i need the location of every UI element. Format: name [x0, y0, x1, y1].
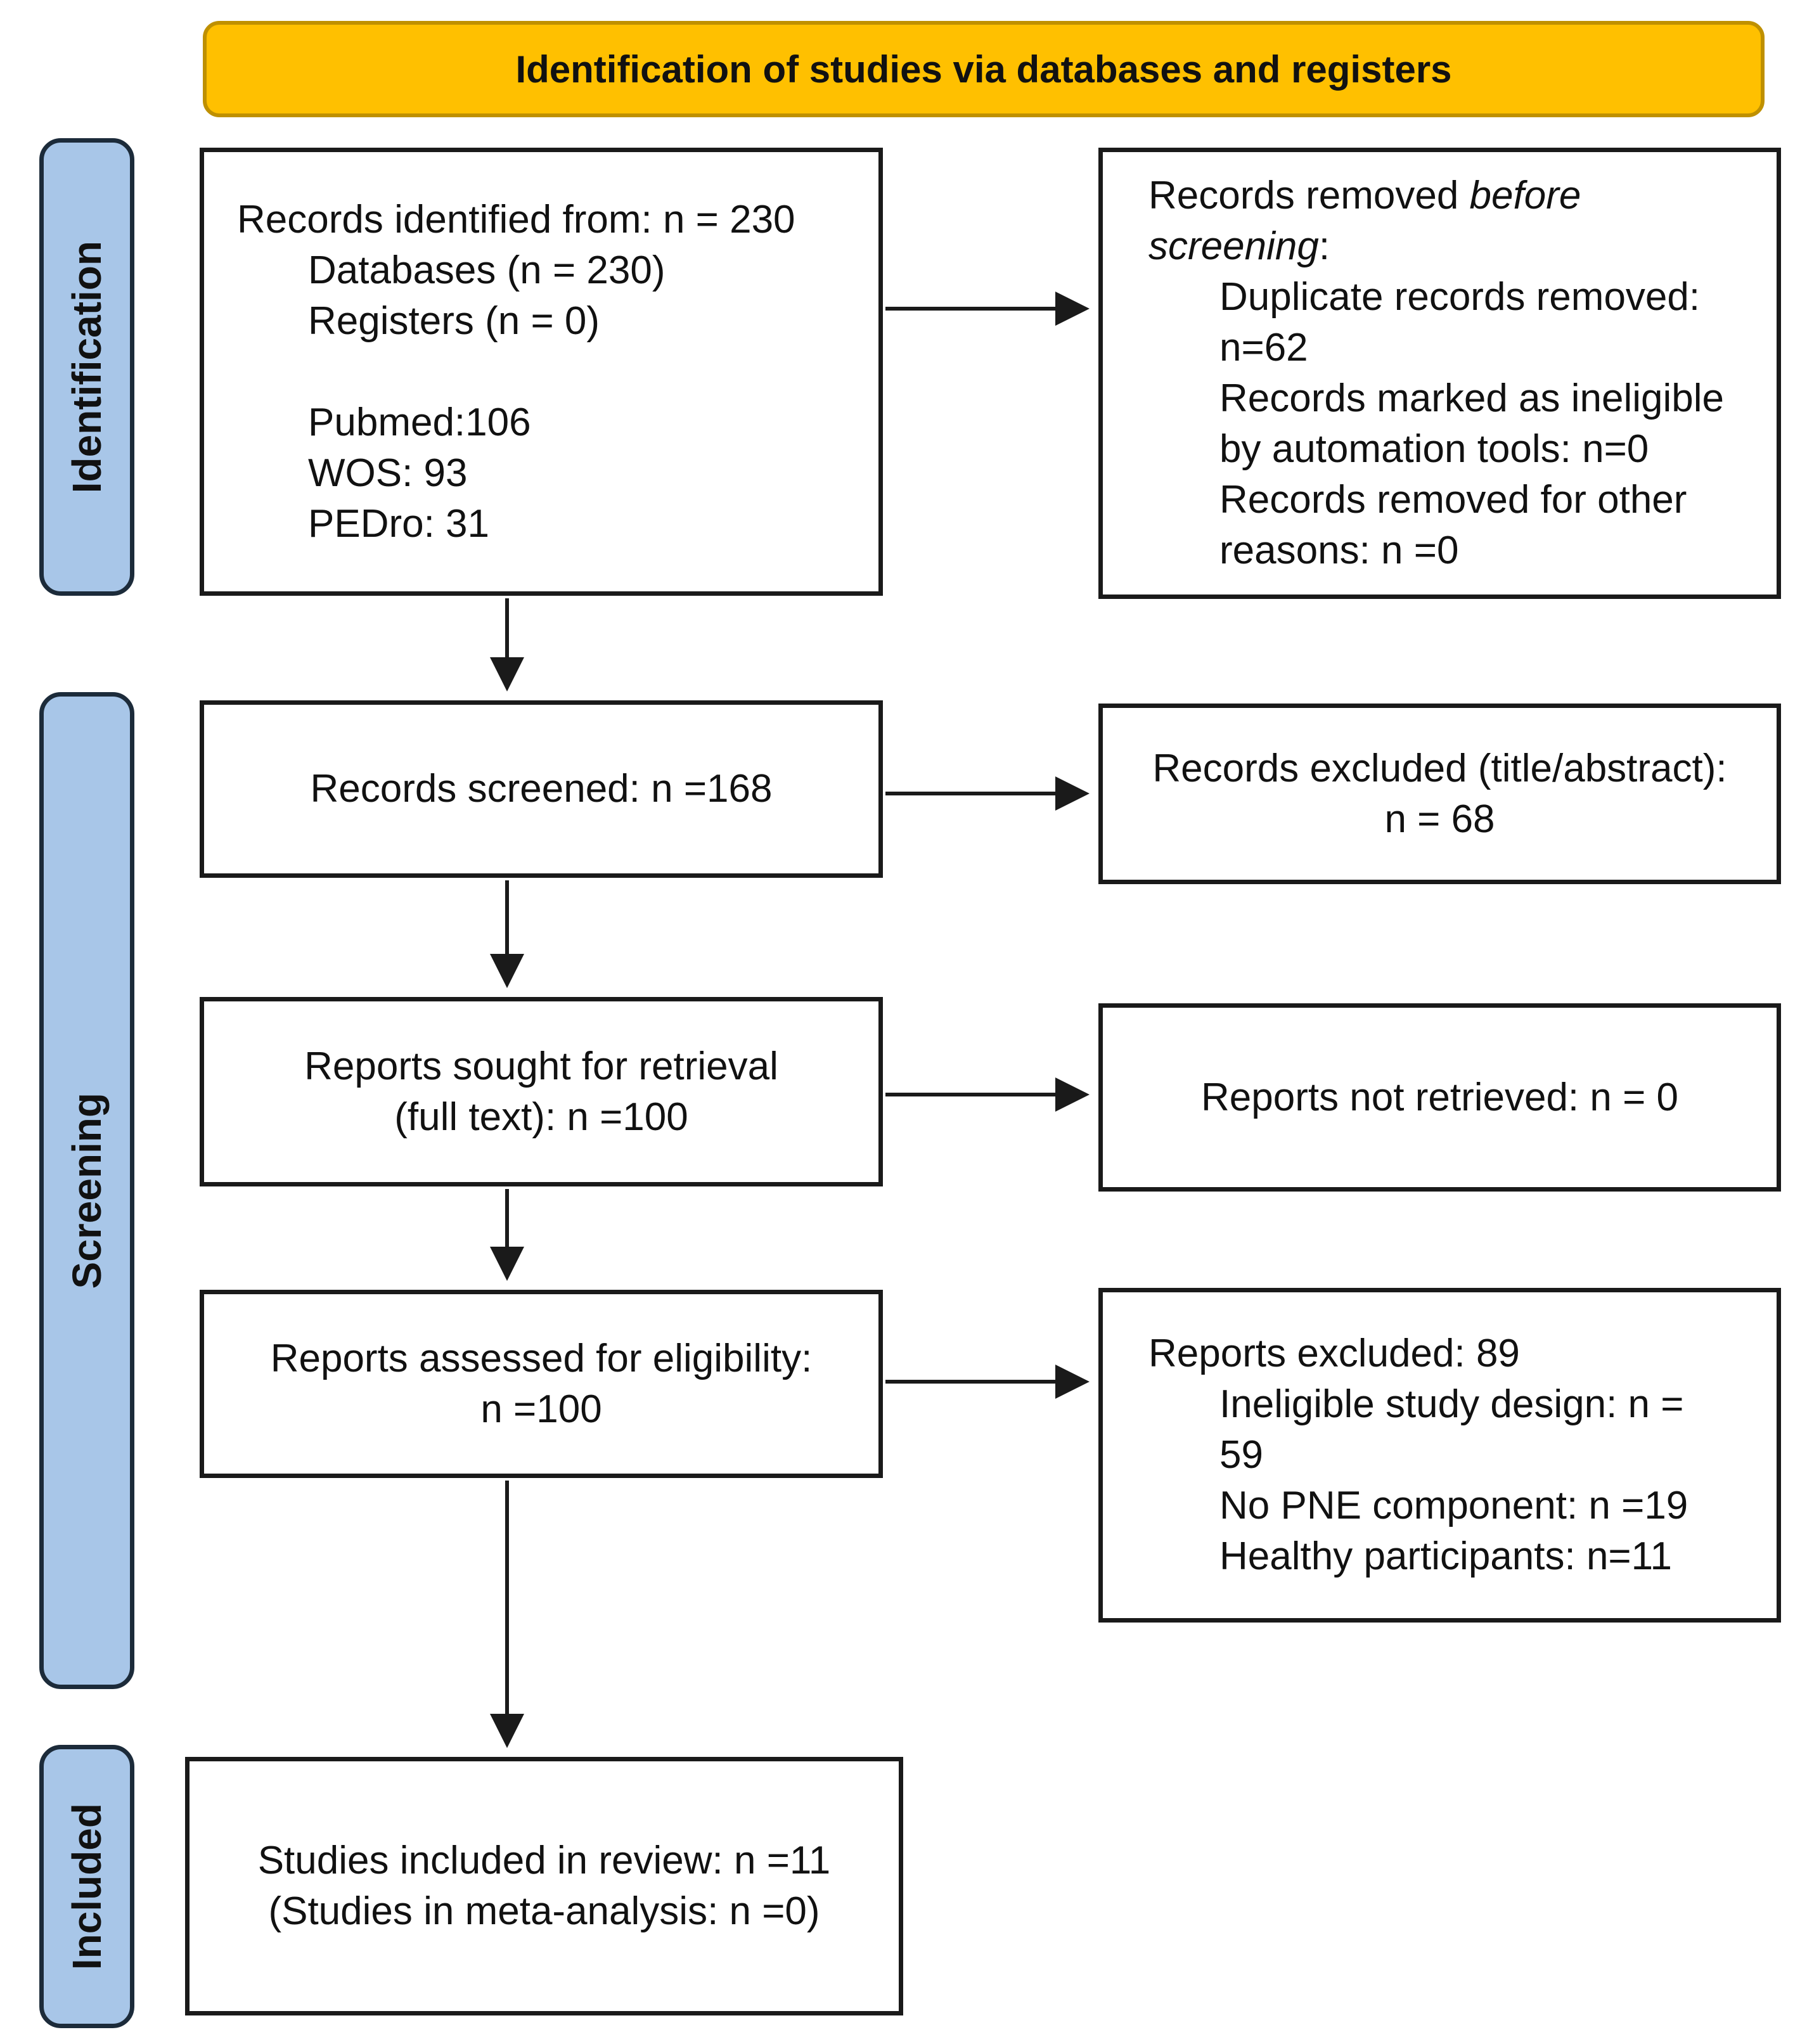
- box-text-line: n =100: [480, 1387, 602, 1431]
- box-reports-assessed: Reports assessed for eligibility: n =100: [200, 1290, 883, 1478]
- box-text-line: Databases (n = 230): [308, 248, 666, 292]
- box-text-line: n=62: [1219, 326, 1308, 370]
- box-text-line: 59: [1219, 1433, 1263, 1477]
- box-text-line: Studies included in review: n =11: [257, 1839, 831, 1882]
- box-text-line: Reports not retrieved: n = 0: [1200, 1075, 1679, 1119]
- stage-label-identification: Identification: [39, 138, 134, 596]
- box-text-line: (Studies in meta-analysis: n =0): [268, 1889, 820, 1933]
- box-studies-included: Studies included in review: n =11 (Studie…: [185, 1757, 903, 2015]
- box-reports-sought: Reports sought for retrieval (full text):…: [200, 997, 883, 1186]
- box-text-line: Reports excluded: 89: [1148, 1332, 1520, 1375]
- stage-label-screening: Screening: [39, 692, 134, 1689]
- box-text-line: Records removed for other: [1219, 478, 1687, 522]
- box-text-line: WOS: 93: [308, 451, 468, 495]
- box-text-line: Registers (n = 0): [308, 299, 600, 343]
- box-text-line: Records excluded (title/abstract):: [1152, 746, 1727, 790]
- box-reports-excluded: Reports excluded: 89 Ineligible study des…: [1098, 1288, 1781, 1623]
- box-text-line: reasons: n =0: [1219, 529, 1459, 572]
- box-text-line: Ineligible study design: n =: [1219, 1382, 1684, 1426]
- box-text-line: [237, 347, 319, 397]
- box-text-line: Records screened: n =168: [310, 767, 773, 811]
- box-text-line: Reports assessed for eligibility:: [270, 1336, 813, 1380]
- box-text-line: Reports sought for retrieval: [304, 1044, 778, 1088]
- box-text-line: PEDro: 31: [308, 501, 490, 546]
- box-text-line: (full text): n =100: [394, 1095, 688, 1139]
- stage-label-identification-text: Identification: [64, 240, 110, 494]
- box-text-line: Healthy participants: n=11: [1219, 1534, 1672, 1578]
- box-records-removed-before-screening: Records removed before screening: Duplicat…: [1098, 148, 1781, 599]
- box-text-line: Duplicate records removed:: [1219, 275, 1701, 319]
- box-records-excluded: Records excluded (title/abstract): n = 68: [1098, 704, 1781, 884]
- box-text-line: No PNE component: n =19: [1219, 1484, 1688, 1527]
- title-banner: Identification of studies via databases …: [203, 21, 1765, 117]
- box-text-line: n = 68: [1384, 797, 1495, 841]
- title-text: Identification of studies via databases …: [515, 48, 1452, 91]
- box-text-line: Pubmed:106: [308, 400, 531, 444]
- box-text-line: Records removed before: [1148, 174, 1581, 217]
- box-records-screened: Records screened: n =168: [200, 700, 883, 878]
- box-text-line: by automation tools: n=0: [1219, 427, 1649, 471]
- box-reports-not-retrieved: Reports not retrieved: n = 0: [1098, 1003, 1781, 1192]
- stage-label-included-text: Included: [64, 1803, 110, 1970]
- stage-label-included: Included: [39, 1745, 134, 2028]
- stage-label-screening-text: Screening: [64, 1092, 110, 1289]
- box-text-line: screening:: [1148, 224, 1330, 268]
- box-text-line: Records marked as ineligible: [1219, 376, 1725, 420]
- box-text-line: Records identified from: n = 230: [237, 197, 795, 241]
